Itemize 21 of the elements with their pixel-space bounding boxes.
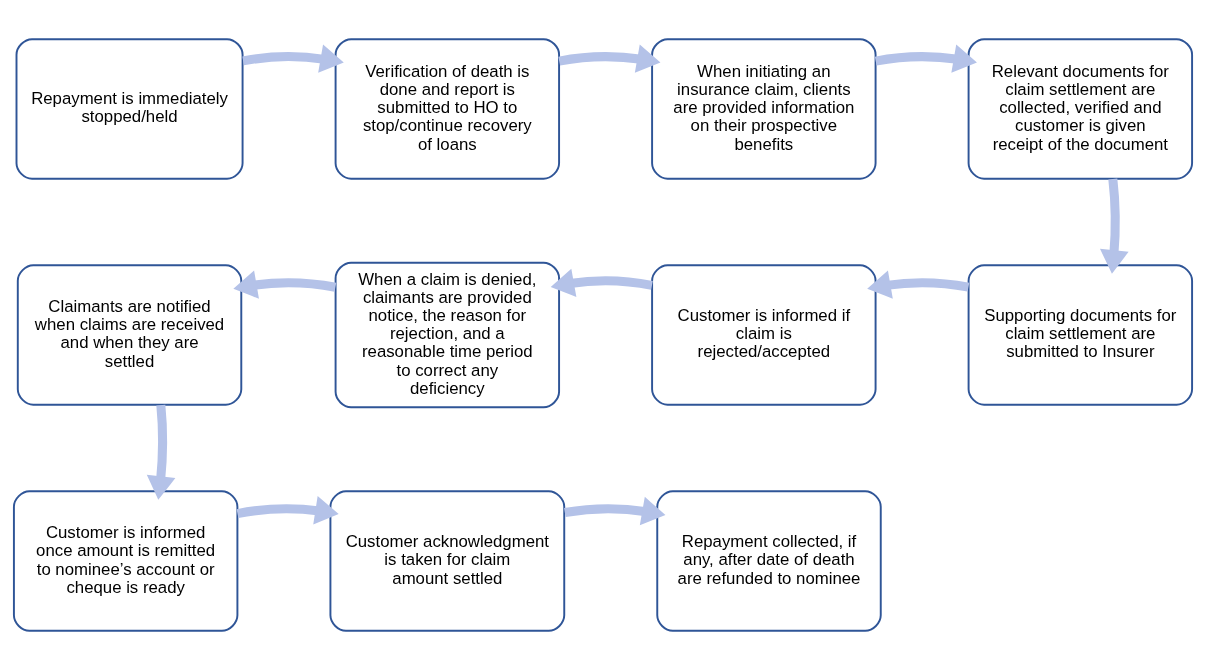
arrow <box>550 268 653 297</box>
node-box: Claimants are notified when claims are received and when they are settled <box>16 263 243 406</box>
arrow <box>146 404 176 500</box>
node-box: Repayment is immediately stopped/held <box>15 37 244 180</box>
node-box: Customer is informed if claim is rejected/accepted <box>651 263 877 406</box>
arrow <box>874 43 977 73</box>
node-box: Customer acknowledgment is taken for claim amount settled <box>329 489 566 632</box>
arrow <box>564 496 666 525</box>
arrow <box>558 43 661 73</box>
node-box: Verification of death is done and report is submitted to HO to stop/continue recovery of loans <box>334 37 561 180</box>
node-box: Supporting documents for claim settlement are submitted to Insurer <box>967 263 1194 406</box>
arrow <box>233 269 337 299</box>
arrow <box>867 269 970 299</box>
node-box: When a claim is denied, claimants are provided notice, the reason for rejection, and a reasonable time period to correct any deficiency <box>334 261 561 408</box>
node-box: Repayment collected, if any, after date of death are refunded to nominee <box>656 489 882 632</box>
arrow <box>242 43 344 73</box>
node-box: Customer is informed once amount is remitted to nominee’s account or cheque is ready <box>12 489 239 632</box>
arrow <box>236 495 339 525</box>
arrow <box>1099 178 1129 274</box>
node-box: Relevant documents for claim settlement are collected, verified and customer is given receipt of the document <box>967 37 1194 180</box>
node-box: When initiating an insurance claim, clients are provided information on their prospective benefits <box>651 37 877 180</box>
